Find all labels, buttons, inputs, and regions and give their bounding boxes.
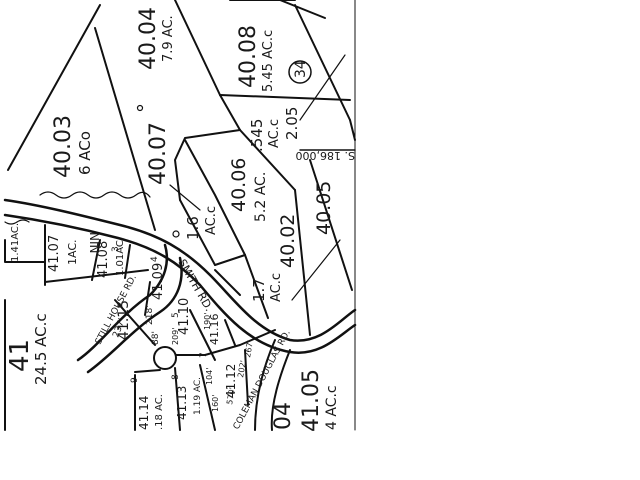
parcel-41-10-label: 41.10 [177, 298, 192, 335]
parcel-1-6-acreage: AC.c [204, 206, 219, 235]
parcel-41-08-label: 41.08 [96, 241, 111, 278]
parcel-40-06-acreage: 5.2 AC. [253, 172, 269, 222]
lot-number-3: 3 [111, 246, 121, 252]
dim-218: 218' [145, 305, 155, 325]
lot-number-7: 7 [199, 352, 209, 358]
dim-88: 88' [151, 331, 161, 345]
map-lines [3, 0, 357, 431]
parcel-40-03-label: 40.03 [51, 115, 76, 178]
section-number-label: 34 [293, 60, 309, 78]
parcel-40-04-label: 40.04 [136, 7, 161, 70]
lot-number-8: 8 [171, 374, 181, 380]
parcel-40-08-label: 40.08 [236, 25, 261, 88]
parcel-41-acreage: 24.5 AC.c [32, 313, 50, 385]
lot-number-5: 5 [171, 312, 181, 318]
parcel-41-05-acreage: 4 AC.c [324, 385, 340, 430]
lot-number-4: 4 [150, 256, 160, 262]
dim-267: 267' [243, 340, 255, 359]
parcel-545-label: .545 [248, 119, 266, 152]
dim-104: 104' [205, 368, 214, 385]
parcel-41-05-label: 41.05 [299, 369, 324, 432]
dim-209: 209' [171, 328, 180, 345]
dim-202: 202' [236, 360, 248, 379]
parcel-1-7-label: 1.7 [250, 278, 268, 302]
parcel-41-13-acreage: 1.19 AC. [193, 377, 203, 415]
parcel-545-acreage: AC.c [267, 119, 282, 148]
parcel-1-7-acreage: AC.c [269, 273, 284, 302]
parcel-41-08-acreage: 1.01AC. [115, 237, 126, 276]
point-marker [172, 230, 180, 238]
parcel-40-07-label: 40.07 [146, 122, 171, 185]
parcel-41-16-label: 41.16 [208, 314, 221, 346]
parcel-40-04-acreage: 7.9 AC. [161, 15, 176, 62]
parcel-41-12-label: 41.12 [224, 364, 238, 398]
parcel-41-09-label: 41.09 [151, 263, 166, 300]
parcel-41-07-acreage: 1AC. [66, 239, 79, 265]
parcel-1-41-acreage: 1.41AC. [10, 223, 21, 262]
road-nin-label: NIN [87, 232, 101, 254]
parcel-40-08-acreage: 5.45 AC.c [261, 30, 276, 92]
parcel-41-label: 41 [5, 339, 35, 372]
parcel-40-03-acreage: 6 ACo [76, 131, 94, 175]
parcel-40-05-label: 40.05 [313, 181, 335, 235]
parcel-41-14-label: 41.14 [137, 396, 151, 430]
parcel-41-13-label: 41.13 [175, 386, 189, 420]
parcel-41-15-label: 41.15 [116, 300, 132, 340]
survey-186-label: S. 186,000 [296, 149, 355, 162]
dim-570: 570' [225, 387, 237, 406]
parcel-04-label: 04 [271, 402, 296, 430]
parcel-41-07-label: 41.07 [47, 235, 62, 272]
parcel-40-06-label: 40.06 [228, 158, 250, 212]
parcel-1-6-label: 1.6 [184, 216, 202, 240]
parcel-41-14-acreage: .18 AC. [154, 394, 165, 430]
parcel-205-label: 2.05 [283, 107, 301, 140]
lot-number-9: 9 [130, 377, 140, 383]
point-marker [136, 104, 144, 112]
section-circle [288, 60, 312, 84]
dim-160: 160' [211, 395, 220, 412]
cul-de-sac [153, 346, 177, 370]
dim-190: 190' [203, 313, 212, 330]
parcel-40-02-label: 40.02 [277, 214, 299, 268]
